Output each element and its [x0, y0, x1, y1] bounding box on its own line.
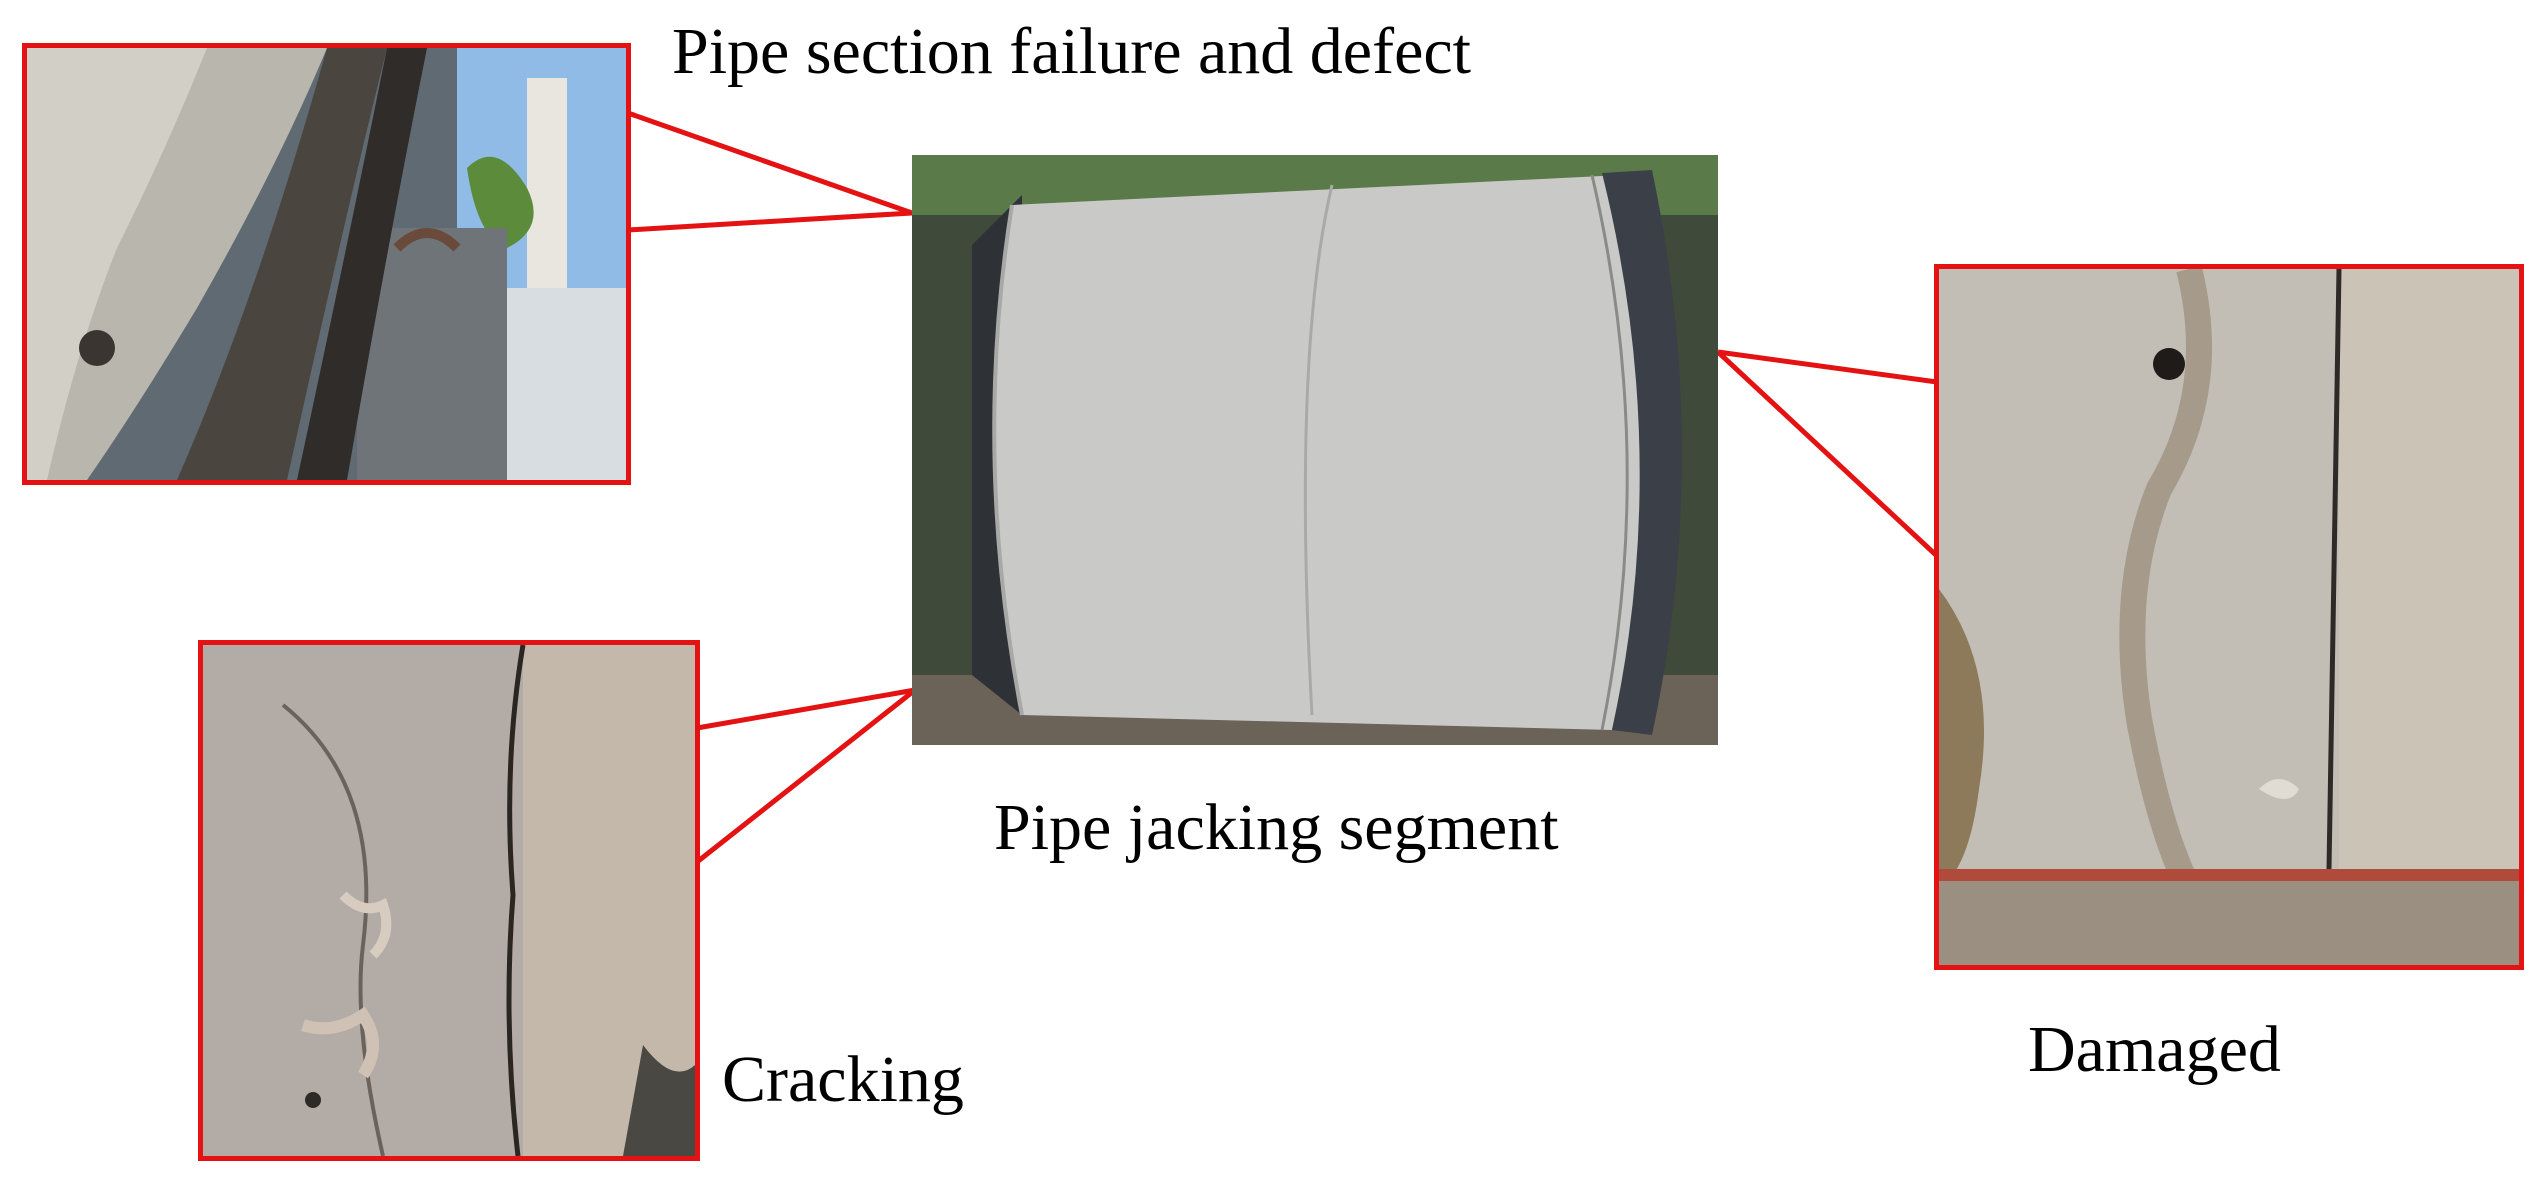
connector-damaged-upper [1717, 349, 1938, 385]
connector-failure-upper [627, 110, 913, 216]
damaged-label: Damaged [2028, 1013, 2281, 1086]
pipe-segment-image [912, 155, 1718, 745]
connector-failure-lower [627, 210, 913, 233]
damaged-inset-image [1939, 269, 2519, 965]
segment-label: Pipe jacking segment [994, 791, 1559, 864]
failure-title: Pipe section failure and defect [672, 15, 1471, 88]
damaged-inset-photo [1934, 264, 2524, 970]
failure-inset-photo [22, 43, 631, 485]
connector-cracking-upper [696, 687, 916, 731]
connector-cracking-lower [695, 688, 917, 864]
cracking-inset-image [203, 645, 695, 1156]
failure-inset-image [27, 48, 626, 480]
cracking-label: Cracking [722, 1043, 964, 1116]
cracking-inset-photo [198, 640, 700, 1161]
pipe-jacking-segment-photo [912, 155, 1718, 745]
connector-damaged-lower [1716, 350, 1939, 558]
